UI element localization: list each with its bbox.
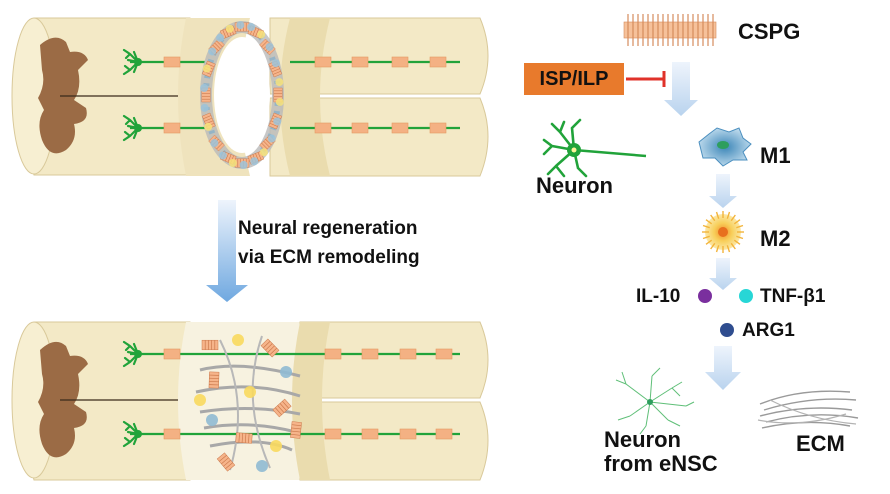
- ensc-neuron-icon: [615, 367, 695, 435]
- m1-label: M1: [760, 143, 791, 168]
- tnf-dot-icon: [739, 289, 753, 303]
- flow-arrow-icon: [664, 62, 698, 116]
- flow-arrow-icon: [709, 258, 737, 290]
- ensc-neuron-label-line2: from eNSC: [604, 451, 718, 476]
- ecm-label: ECM: [796, 431, 845, 456]
- il10-dot-icon: [698, 289, 712, 303]
- regen-caption-line2: via ECM remodeling: [238, 247, 420, 268]
- neuron-label: Neuron: [536, 173, 613, 198]
- m2-label: M2: [760, 226, 791, 251]
- isp-ilp-label: ISP/ILP: [539, 67, 609, 90]
- flow-arrow-icon: [705, 346, 741, 390]
- neuron-icon: [542, 118, 647, 178]
- m1-macrophage-icon: [698, 127, 752, 167]
- spinal-cord-bottom: [11, 321, 489, 481]
- cspg-label: CSPG: [738, 19, 801, 44]
- inhibit-arrow-icon: [626, 71, 666, 87]
- m2-macrophage-icon: [702, 211, 744, 253]
- regeneration-arrow-icon: [206, 200, 248, 302]
- ecm-fibers-icon: [757, 390, 859, 429]
- isp-ilp-box: ISP/ILP: [524, 63, 624, 95]
- arg1-label: ARG1: [742, 320, 795, 341]
- arg1-dot-icon: [720, 323, 734, 337]
- regen-caption-line1: Neural regeneration: [238, 218, 418, 239]
- spinal-cord-top: [11, 17, 489, 177]
- tnf-label: TNF-β1: [760, 286, 826, 307]
- il10-label: IL-10: [636, 286, 681, 307]
- flow-arrow-icon: [709, 174, 737, 208]
- ensc-neuron-label-line1: Neuron: [604, 427, 681, 452]
- cspg-comb-icon: [623, 14, 717, 46]
